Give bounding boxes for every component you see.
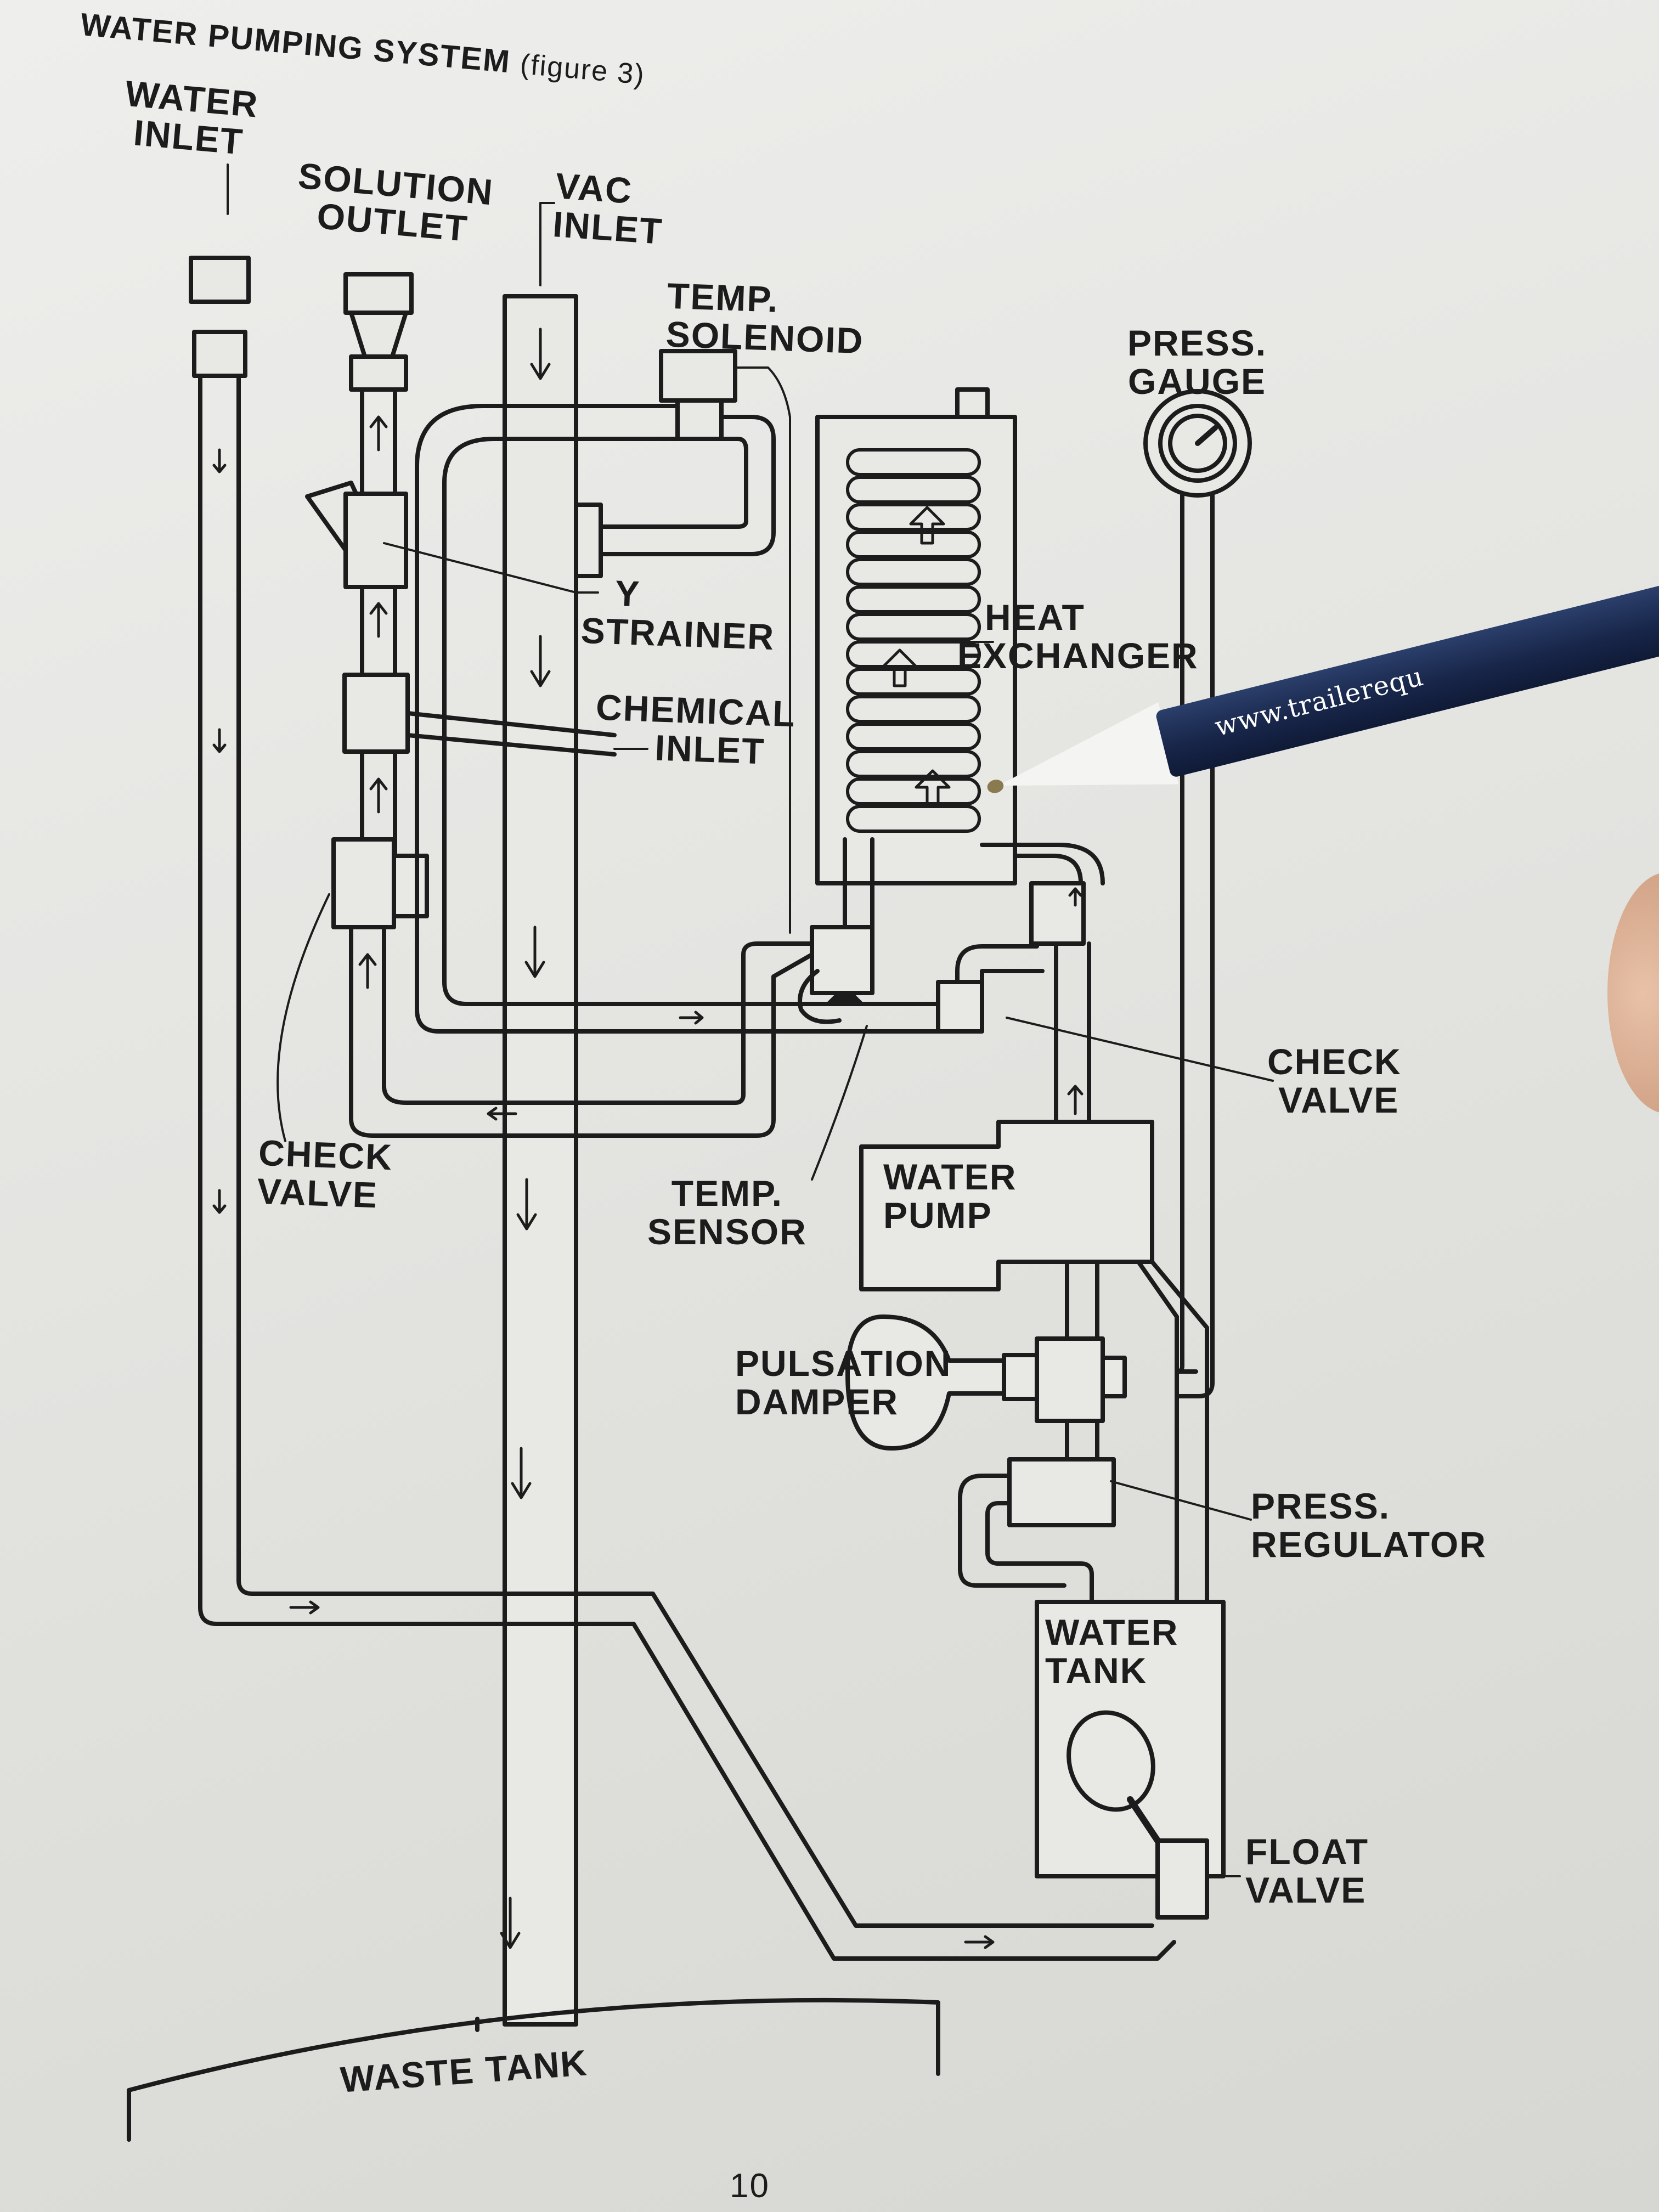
return-loop-pipes xyxy=(349,492,946,1138)
page-number: 10 xyxy=(730,2167,770,2205)
water-pump xyxy=(859,1120,1209,1604)
waste-tank xyxy=(127,1997,940,2142)
water-tank xyxy=(1035,1600,1226,1920)
heat-exchanger xyxy=(815,387,1017,946)
label-temp-solenoid: TEMP.SOLENOID xyxy=(665,275,865,362)
discharge-pipes xyxy=(936,843,1105,1127)
label-press-gauge: PRESS.GAUGE xyxy=(1127,323,1267,402)
label-press-regulator: PRESS.REGULATOR xyxy=(1251,1486,1487,1565)
pressure-regulator xyxy=(958,1419,1116,1604)
heat-exchanger-coil xyxy=(846,448,981,833)
temp-valve xyxy=(798,925,874,1024)
solenoid-loop xyxy=(415,349,776,578)
chemical-inlet-pipe xyxy=(405,711,617,757)
pressure-gauge xyxy=(1143,389,1252,1398)
solution-outlet-column xyxy=(305,272,429,1121)
vac-pipe xyxy=(475,294,578,2032)
leader-lines xyxy=(227,163,1274,1877)
water-inlet-pipe xyxy=(189,256,1176,1961)
pulsation-damper xyxy=(845,1314,1127,1451)
label-temp-sensor: TEMP.SENSOR xyxy=(647,1173,807,1252)
flow-arrows xyxy=(212,328,1084,1949)
